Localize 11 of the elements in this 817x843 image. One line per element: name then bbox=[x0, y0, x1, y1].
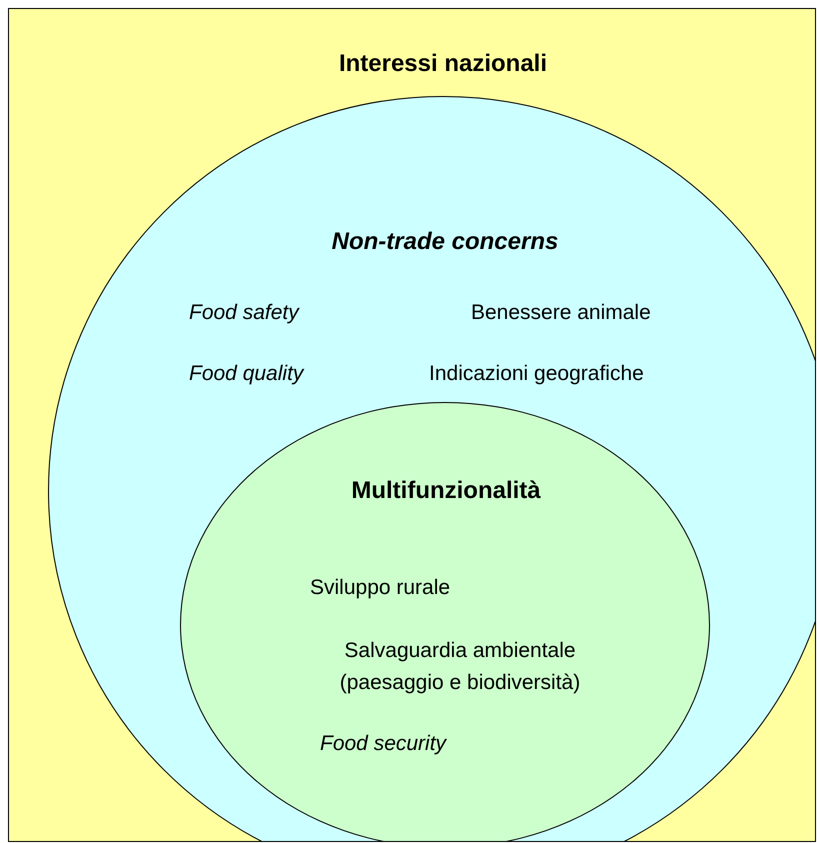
concern-item: Food safety bbox=[189, 300, 299, 326]
region-heading: Non-trade concerns bbox=[330, 227, 560, 257]
region-heading: Multifunzionalità bbox=[350, 476, 542, 506]
region-heading: Interessi nazionali bbox=[338, 49, 548, 79]
concern-item: Benessere animale bbox=[471, 300, 651, 326]
function-item: Sviluppo rurale bbox=[310, 575, 450, 601]
function-item: Salvaguardia ambientale (paesaggio e biodiversità) bbox=[338, 638, 582, 696]
concern-item: Food quality bbox=[189, 361, 304, 387]
outer-panel bbox=[8, 8, 816, 842]
concern-item: Indicazioni geografiche bbox=[429, 361, 644, 387]
function-item: Food security bbox=[320, 731, 446, 757]
